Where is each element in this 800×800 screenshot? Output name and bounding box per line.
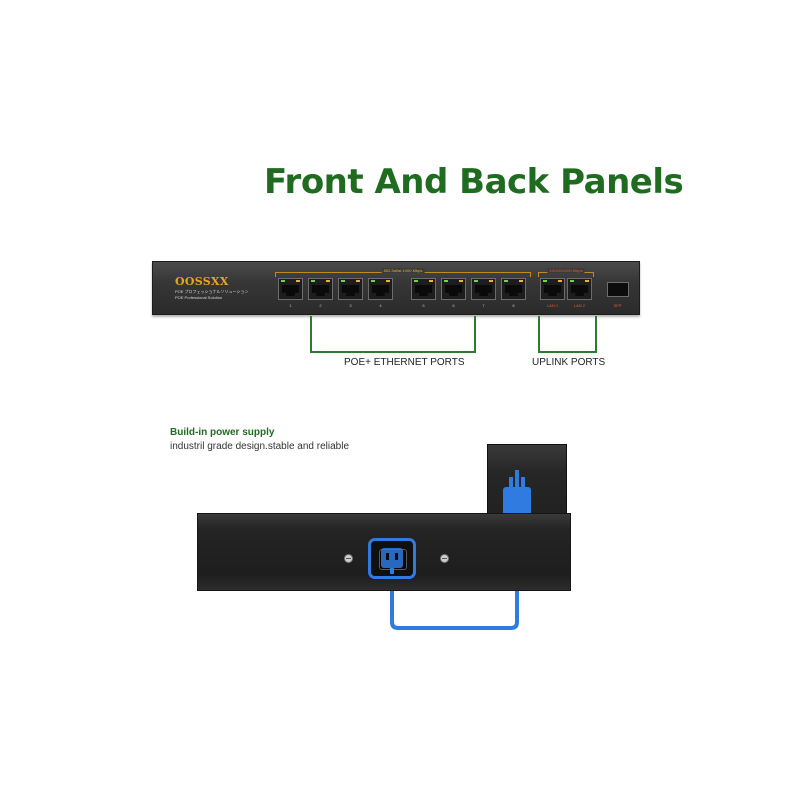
rj45-port-icon	[471, 278, 496, 300]
port-number: 8	[512, 303, 515, 308]
sfp-port-icon	[607, 282, 629, 297]
rj45-port-icon	[567, 278, 592, 300]
port-number: 1	[289, 303, 292, 308]
power-cable	[390, 548, 519, 630]
rj45-port-icon	[540, 278, 565, 300]
port-number: 7	[482, 303, 485, 308]
uplink-bracket-label: 10/100/1000 Mbps	[547, 268, 585, 273]
rj45-port-icon	[278, 278, 303, 300]
poe-callout-line	[310, 316, 476, 353]
screw-icon	[344, 554, 353, 563]
rj45-port-icon	[338, 278, 363, 300]
page-title: Front And Back Panels	[264, 162, 684, 202]
brand-tagline-jp: POE プロフェッショナルソリューション	[175, 289, 249, 294]
uplink-port-bracket: 10/100/1000 Mbps	[538, 268, 594, 277]
port-number: 5	[422, 303, 425, 308]
power-supply-description: industril grade design.stable and reliab…	[170, 441, 350, 452]
sfp-label: SFP	[613, 303, 622, 308]
port-number: 6	[452, 303, 455, 308]
power-connector-icon	[381, 548, 403, 574]
uplink-port-label: LAN 2	[573, 303, 586, 308]
port-number: 3	[349, 303, 352, 308]
uplink-ports-callout: UPLINK PORTS	[532, 357, 606, 368]
uplink-port-label: LAN 1	[546, 303, 559, 308]
rj45-port-icon	[368, 278, 393, 300]
rj45-port-icon	[501, 278, 526, 300]
power-supply-heading: Build-in power supply	[170, 427, 275, 438]
brand-logo: OOSSXX	[175, 275, 229, 288]
brand-tagline-en: POE Professional Solution	[175, 295, 223, 300]
rj45-port-icon	[441, 278, 466, 300]
switch-front-panel: OOSSXX POE プロフェッショナルソリューション POE Professi…	[152, 261, 640, 315]
rj45-port-icon	[411, 278, 436, 300]
poe-bracket-label: 802.3af/at 1000 Mbps	[381, 268, 425, 273]
poe-ports-callout: POE+ ETHERNET PORTS	[344, 357, 465, 368]
poe-port-bracket: 802.3af/at 1000 Mbps	[275, 268, 531, 277]
port-number: 2	[319, 303, 322, 308]
uplink-callout-line	[538, 316, 597, 353]
rj45-port-icon	[308, 278, 333, 300]
port-number: 4	[379, 303, 382, 308]
screw-icon	[440, 554, 449, 563]
